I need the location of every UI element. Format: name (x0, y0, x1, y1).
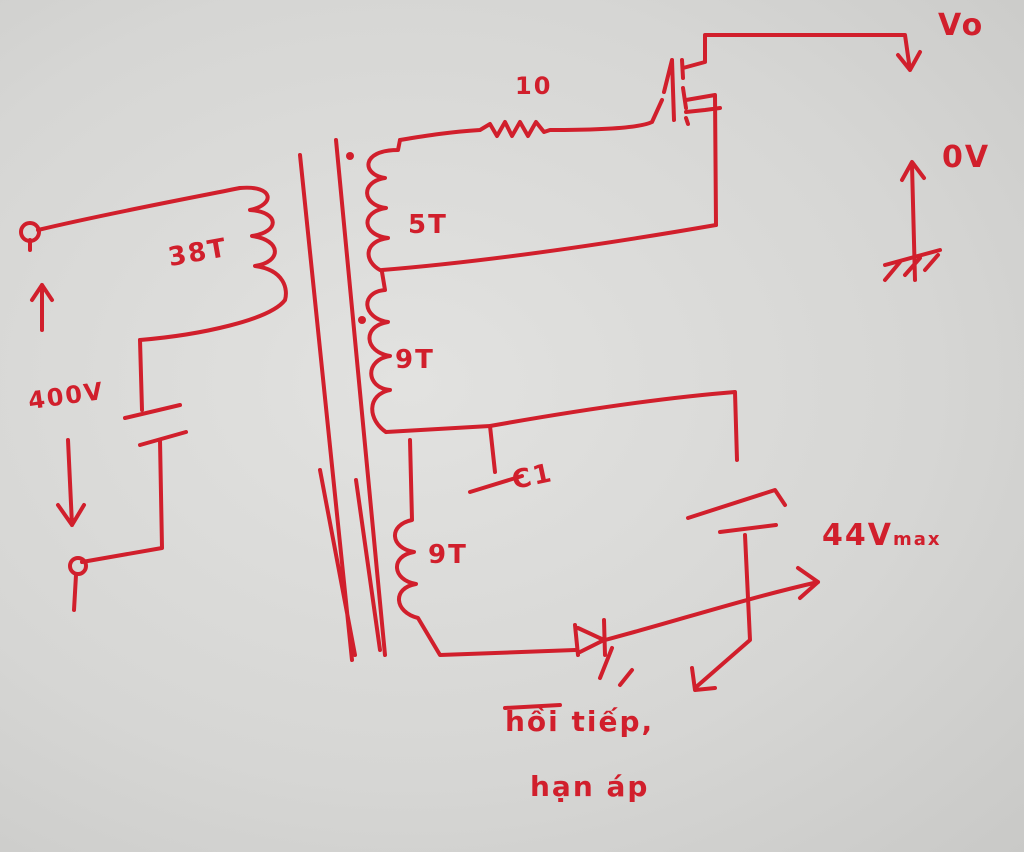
zero-v-label: 0V (942, 140, 991, 175)
vo-label: Vo (938, 8, 985, 43)
source-wire (380, 223, 718, 272)
diode-output (573, 566, 820, 657)
output-capacitor (686, 488, 787, 692)
9t-lower-label: 9T (428, 540, 468, 570)
dot-marker (346, 152, 354, 160)
primary-wire-top (28, 186, 242, 252)
coil-5t (365, 138, 402, 272)
primary-coil-38t (138, 185, 288, 342)
max-subscript: max (892, 529, 942, 550)
primary-capacitor (80, 338, 188, 564)
44v-value: 44V (822, 518, 893, 553)
coil-9t-lower (393, 438, 577, 657)
annotation-mark (598, 646, 634, 687)
arrow-down-icon (56, 438, 86, 527)
capacitor-c1 (468, 424, 524, 494)
feedback-label-line2: hạn áp (530, 770, 650, 803)
resistor-label: 10 (515, 72, 553, 100)
feedback-label-line1: hồi tiếp, (505, 705, 655, 738)
mosfet (662, 33, 922, 227)
transformer-core (298, 138, 387, 662)
9t-upper-label: 9T (395, 345, 435, 375)
input-terminal-bottom (68, 556, 88, 576)
arrow-up-icon (30, 283, 54, 332)
dot-marker (358, 316, 366, 324)
feedback-wire (384, 390, 739, 462)
ground-icon (883, 160, 942, 282)
diacritic (503, 703, 562, 710)
terminal-lead (72, 573, 78, 612)
5t-label: 5T (408, 210, 448, 240)
44v-label: 44Vmax (822, 518, 941, 553)
resistor-10 (398, 98, 664, 142)
coil-9t-upper (365, 270, 392, 434)
